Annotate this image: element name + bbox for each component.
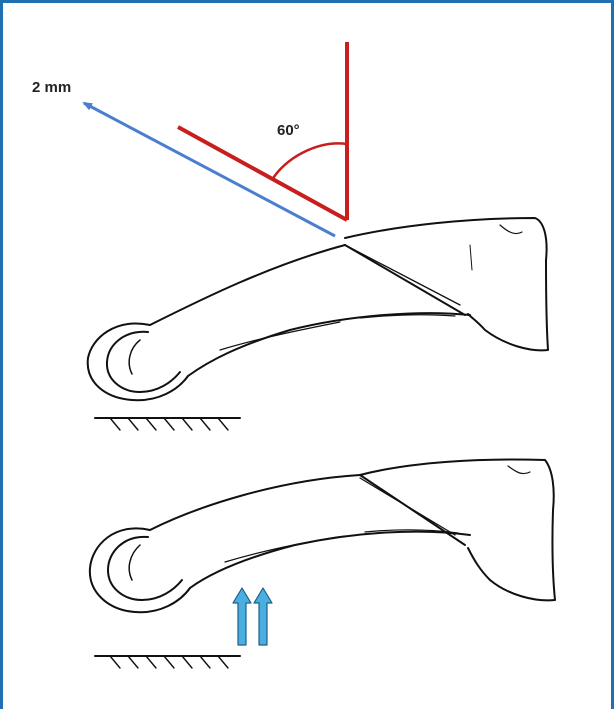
upper-bone-shaft-bottom xyxy=(188,313,470,376)
distance-label: 2 mm xyxy=(32,79,71,96)
upper-osteotomy-cut xyxy=(345,245,465,315)
lower-bone xyxy=(90,460,555,668)
angle-arc xyxy=(272,143,347,180)
upper-bone-shaft-top xyxy=(150,245,345,325)
upper-bone xyxy=(88,218,548,430)
cut-plane-line xyxy=(178,127,347,220)
angle-construction xyxy=(178,42,347,220)
upper-bone-base xyxy=(345,218,548,350)
double-arrow-up-icon xyxy=(233,588,272,645)
angle-label: 60° xyxy=(277,122,300,139)
upper-bone-head xyxy=(88,324,188,401)
lower-bone-shaft-top xyxy=(150,475,360,530)
